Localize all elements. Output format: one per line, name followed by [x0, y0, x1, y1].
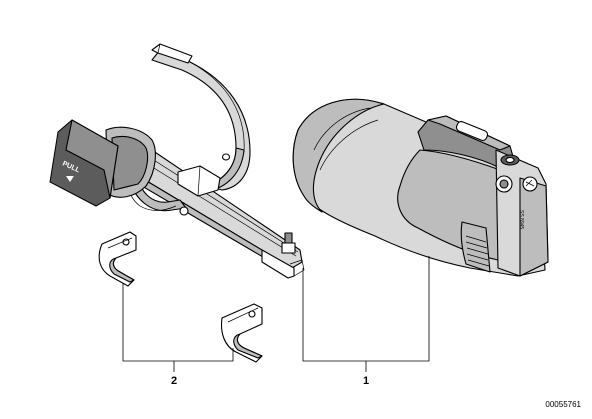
clip-upper	[98, 231, 137, 287]
down-arrow-icon	[66, 176, 74, 182]
part-number-2: 2	[171, 375, 177, 387]
flashlight-housing: SS 8945	[292, 98, 549, 277]
bracket-holder: PULL	[49, 43, 305, 279]
clip-lower	[220, 303, 263, 363]
leader-lines	[122, 256, 430, 372]
part-number-1: 1	[363, 375, 369, 387]
figure-id: 00055761	[545, 400, 581, 409]
housing-marking: SS 8945	[518, 210, 524, 229]
